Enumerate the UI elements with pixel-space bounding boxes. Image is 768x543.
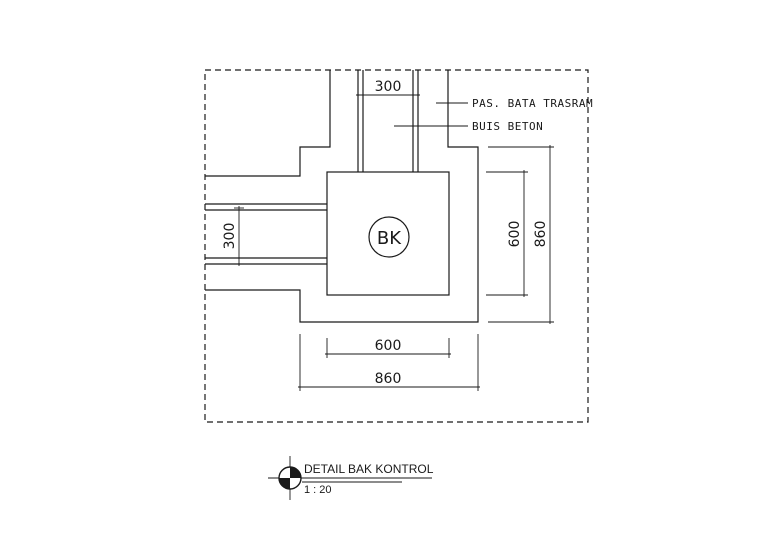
dim-outer-vertical: 860 (488, 145, 554, 324)
control-box-inner (326, 171, 450, 296)
note-brick-label: PAS. BATA TRASRAM (472, 97, 593, 110)
pipe-left (205, 203, 327, 265)
boundary-dashed-frame (204, 69, 589, 423)
box-tag: BK (368, 216, 410, 258)
box-tag-label: BK (377, 228, 402, 249)
dim-pipe-top-label: 300 (375, 79, 402, 95)
scale-label: 1 : 20 (304, 484, 332, 496)
dim-outer-horizontal: 860 (298, 334, 480, 391)
dim-pipe-top: 300 (356, 79, 420, 100)
dim-inner-horizontal-label: 600 (375, 338, 402, 354)
dim-inner-vertical-label: 600 (507, 221, 523, 248)
dim-inner-horizontal: 600 (325, 338, 451, 358)
dim-pipe-left-label: 300 (222, 223, 238, 250)
title-label: DETAIL BAK KONTROL (304, 462, 434, 476)
pipe-top (357, 70, 419, 172)
note-brick: PAS. BATA TRASRAM (436, 97, 593, 110)
dim-outer-horizontal-label: 860 (375, 371, 402, 387)
note-pipe: BUIS BETON (394, 120, 543, 133)
brick-wall-outline (205, 70, 479, 323)
dim-inner-vertical: 600 (486, 170, 528, 297)
dim-pipe-left: 300 (222, 206, 244, 266)
title-block: DETAIL BAK KONTROL 1 : 20 (268, 456, 434, 500)
note-pipe-label: BUIS BETON (472, 120, 543, 133)
dim-outer-vertical-label: 860 (533, 221, 549, 248)
